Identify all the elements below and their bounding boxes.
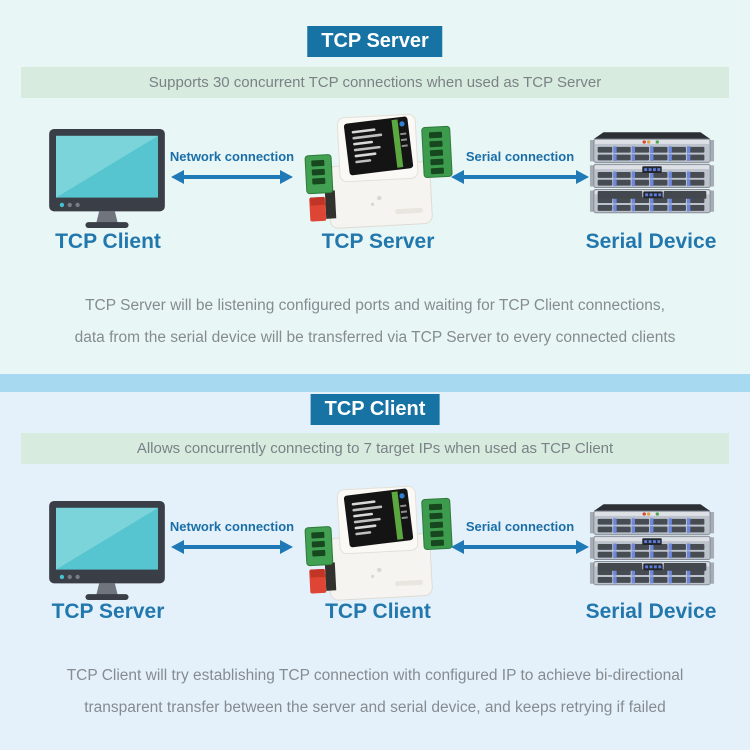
section-subtitle-bar: Allows concurrently connecting to 7 targ… [21,433,729,464]
network-double-arrow-icon [171,540,293,554]
arrow-bar [180,545,284,549]
arrow-bar [460,175,580,179]
server-rack-icon [588,501,716,589]
arrow-bar [460,545,580,549]
serial-connection-label: Serial connection [465,149,575,164]
server-rack-icon [588,129,716,217]
section-divider [0,374,750,392]
monitor-icon [48,128,166,228]
din-rail-serial-server-icon [298,110,460,238]
left-node-label: TCP Client [55,230,161,253]
network-double-arrow-icon [171,170,293,184]
network-connection-label: Network connection [169,149,295,164]
serial-connection-label: Serial connection [465,519,575,534]
description-line: TCP Server will be listening configured … [85,297,665,314]
center-node-label: TCP Server [321,230,435,253]
center-node-label: TCP Client [325,600,431,623]
section-title-badge: TCP Client [310,394,440,425]
description-line: transparent transfer between the server … [84,699,666,716]
network-connection-label: Network connection [169,519,295,534]
din-rail-serial-server-icon [298,482,460,610]
section-description: TCP Server will be listening configured … [0,290,750,354]
monitor-icon [48,500,166,600]
serial-double-arrow-icon [451,170,589,184]
description-line: TCP Client will try establishing TCP con… [66,667,684,684]
section-title-badge: TCP Server [307,26,443,57]
right-node-label: Serial Device [585,600,717,623]
section-subtitle-bar: Supports 30 concurrent TCP connections w… [21,67,729,98]
serial-double-arrow-icon [451,540,589,554]
right-node-label: Serial Device [585,230,717,253]
left-node-label: TCP Server [51,600,165,623]
description-line: data from the serial device will be tran… [74,329,676,346]
section-description: TCP Client will try establishing TCP con… [0,660,750,724]
arrow-bar [180,175,284,179]
